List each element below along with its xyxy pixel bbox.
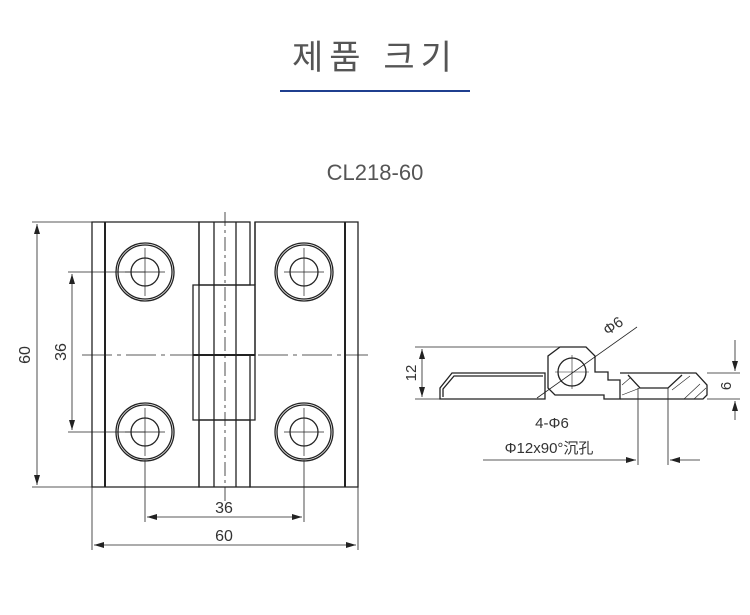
hole-vertical-spacing-label: 36 xyxy=(53,343,70,361)
leaf-thickness-label: 6 xyxy=(718,382,735,390)
model-number: CL218-60 xyxy=(326,160,424,185)
countersink-label: Φ12x90°沉孔 xyxy=(505,440,594,457)
hole-horizontal-spacing-label: 36 xyxy=(215,500,233,517)
side-knuckle xyxy=(547,346,621,400)
side-view xyxy=(415,326,740,465)
title-underline xyxy=(280,90,470,92)
mounting-holes xyxy=(115,242,334,462)
side-right-leaf xyxy=(620,372,708,400)
knuckle-low xyxy=(198,354,251,421)
knuckle-bottom xyxy=(198,419,251,488)
page-title: 제품 크기 xyxy=(292,38,458,78)
left-leaf xyxy=(91,221,200,488)
front-view xyxy=(32,212,368,550)
width-dim-label: 60 xyxy=(215,528,233,545)
side-left-leaf xyxy=(439,372,546,400)
countersink xyxy=(627,374,683,389)
knuckle-mid xyxy=(198,284,256,356)
height-dim-label: 60 xyxy=(17,346,34,364)
knuckle-top xyxy=(198,221,251,286)
pin-diameter-label: Φ6 xyxy=(600,314,626,340)
thickness-dim-label: 12 xyxy=(403,365,420,382)
hole-count-label: 4-Φ6 xyxy=(535,415,569,432)
